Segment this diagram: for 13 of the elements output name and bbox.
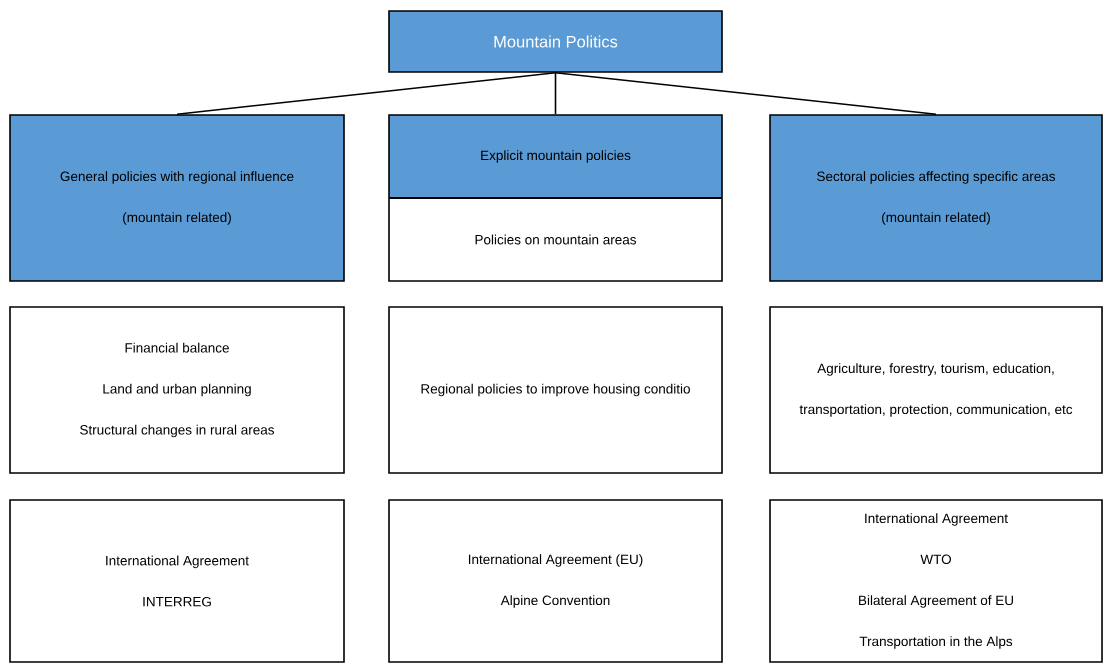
policy-box: International Agreement WTO Bilateral Agreement of EU Transportation in the Alps <box>769 499 1103 663</box>
policy-box: International Agreement INTERREG <box>9 499 345 663</box>
policy-header-box: Sectoral policies affecting specific areas (mountain related) <box>769 114 1103 282</box>
title-box: Mountain Politics <box>388 10 723 73</box>
policy-box: Regional policies to improve housing conditio <box>388 306 723 474</box>
connector-line <box>554 72 557 115</box>
policy-box: Explicit mountain policies Policies on mountain areas <box>388 114 723 282</box>
policy-box: International Agreement (EU) Alpine Convention <box>388 499 723 663</box>
policy-box: Financial balance Land and urban planning Structural changes in rural areas <box>9 306 345 474</box>
connector-line <box>554 72 937 115</box>
policy-header-box: General policies with regional influence (mountain related) <box>9 114 345 282</box>
connector-line <box>176 72 557 115</box>
policy-box: Agriculture, forestry, tourism, education, transportation, protection, communication, etc <box>769 306 1103 474</box>
